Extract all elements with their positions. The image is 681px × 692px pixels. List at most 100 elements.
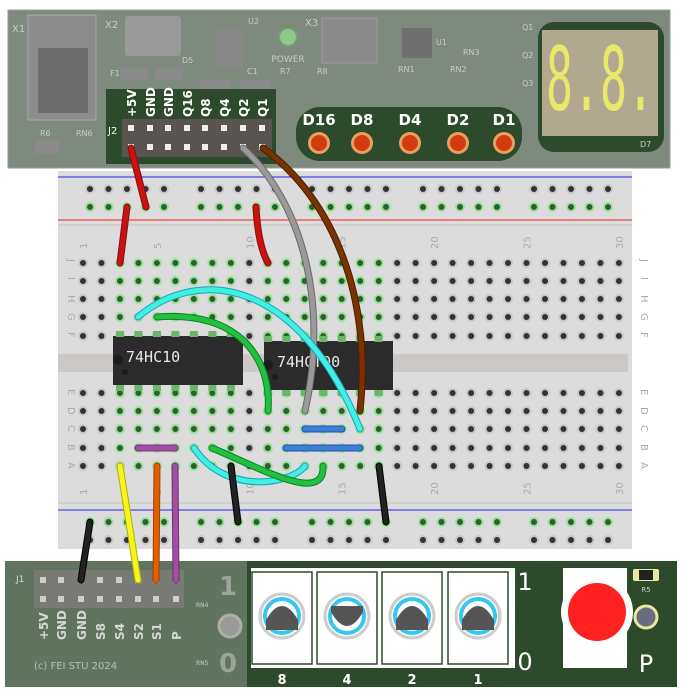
hole-center: [320, 408, 327, 414]
hole-center: [560, 278, 567, 284]
off-label: 0: [517, 648, 532, 676]
dip-switch-2[interactable]: [381, 571, 443, 665]
header-pin[interactable]: [202, 144, 208, 150]
hole-center: [420, 204, 426, 210]
hole-center: [80, 314, 86, 320]
hole-center: [80, 463, 86, 469]
wire-core: [240, 145, 317, 414]
hole-center: [542, 426, 548, 432]
header-pin[interactable]: [221, 144, 227, 150]
red-wire[interactable]: [252, 203, 272, 267]
black-wire[interactable]: [375, 462, 390, 526]
cyan-wire[interactable]: [190, 444, 309, 486]
header-pin[interactable]: [58, 596, 64, 602]
header-pin[interactable]: [202, 125, 208, 131]
chip-pin: [152, 385, 161, 391]
header-pin[interactable]: [40, 577, 46, 583]
hole-center: [523, 463, 530, 469]
chip-74hc10[interactable]: 74HC10: [113, 336, 243, 385]
hole-center: [338, 314, 345, 320]
header-pin[interactable]: [240, 125, 246, 131]
header-pin[interactable]: [97, 596, 103, 602]
hole-center: [449, 296, 456, 302]
dip-switch-4[interactable]: [316, 571, 378, 665]
switch-weight-label: 1: [473, 673, 482, 688]
hole-center: [227, 260, 234, 266]
hole-center: [301, 314, 308, 320]
diode-d5: [155, 68, 183, 80]
hole-center: [438, 519, 445, 525]
label-u2: U2: [248, 17, 259, 26]
column-number: 20: [430, 236, 441, 249]
green-wire[interactable]: [208, 444, 327, 487]
header-pin[interactable]: [40, 596, 46, 602]
hole-center: [98, 426, 105, 432]
hole-center: [227, 314, 234, 320]
cyan-wire[interactable]: [134, 286, 364, 433]
push-button-p[interactable]: [561, 568, 633, 668]
header-pin[interactable]: [97, 577, 103, 583]
hole-center: [209, 260, 216, 266]
hole-center: [80, 445, 86, 451]
header-pin[interactable]: [221, 125, 227, 131]
red-wire[interactable]: [127, 144, 150, 211]
hole-center: [161, 537, 167, 543]
pin1-marker: [272, 374, 278, 380]
hole-center: [578, 408, 585, 414]
hole-center: [198, 204, 204, 210]
header-pin[interactable]: [58, 577, 64, 583]
header-pin[interactable]: [153, 596, 159, 602]
label-q3: Q3: [522, 79, 533, 88]
header-pin[interactable]: [116, 596, 122, 602]
column-number: 1: [79, 243, 90, 249]
hole-center: [309, 537, 315, 543]
hole-center: [597, 463, 604, 469]
hole-center: [597, 426, 604, 432]
j1-pin-label: S2: [132, 623, 146, 640]
hole-center: [560, 463, 567, 469]
green-wire[interactable]: [153, 312, 272, 415]
button-label: P: [639, 650, 653, 678]
wire-core: [376, 463, 389, 525]
column-number: 5: [153, 243, 164, 249]
header-pin[interactable]: [184, 144, 190, 150]
header-pin[interactable]: [147, 144, 153, 150]
header-pin[interactable]: [147, 125, 153, 131]
hole-center: [394, 463, 401, 469]
hole-center: [105, 204, 112, 210]
header-pin[interactable]: [135, 596, 141, 602]
header-pin[interactable]: [259, 125, 265, 131]
wire-core: [191, 445, 308, 485]
red-wire[interactable]: [116, 203, 131, 267]
wire-core: [117, 204, 130, 266]
header-pin[interactable]: [78, 596, 84, 602]
dip-switch-8[interactable]: [251, 571, 313, 665]
column-number: 15: [338, 236, 349, 249]
hole-center: [190, 408, 197, 414]
hole-center: [246, 278, 253, 284]
hole-center: [523, 314, 530, 320]
gray-wire[interactable]: [239, 144, 318, 415]
brown-wire[interactable]: [259, 144, 366, 415]
header-pin[interactable]: [165, 125, 171, 131]
header-pin[interactable]: [165, 144, 171, 150]
hole-center: [190, 390, 197, 396]
purple-wire[interactable]: [171, 462, 180, 584]
hole-center: [597, 445, 604, 451]
hole-center: [505, 390, 512, 396]
hole-center: [172, 260, 179, 266]
orange-wire[interactable]: [152, 462, 161, 584]
header-pin[interactable]: [128, 125, 134, 131]
switch-lever-icon: [396, 606, 428, 630]
hole-center: [578, 296, 585, 302]
black-wire[interactable]: [227, 462, 242, 526]
header-pin[interactable]: [173, 596, 179, 602]
copyright-label: (c) FEI STU 2024: [34, 661, 117, 672]
hole-center: [142, 537, 149, 543]
header-pin[interactable]: [116, 577, 122, 583]
black-wire[interactable]: [77, 518, 94, 584]
hole-center: [412, 333, 419, 339]
header-pin[interactable]: [184, 125, 190, 131]
yellow-wire[interactable]: [116, 462, 142, 584]
dip-switch-1[interactable]: [447, 571, 509, 665]
